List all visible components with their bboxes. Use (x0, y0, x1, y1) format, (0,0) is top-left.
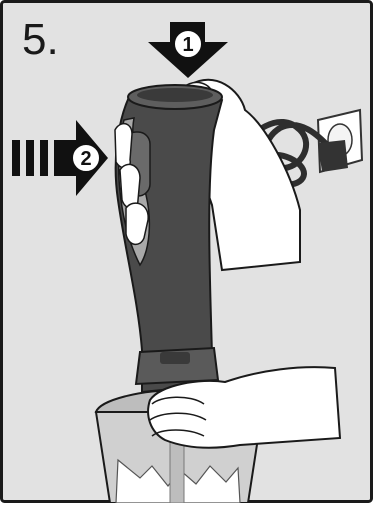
release-latch (160, 352, 190, 364)
step-number: 5. (22, 18, 59, 62)
marker-1-label: 1 (182, 34, 193, 56)
motion-bar-1 (12, 140, 20, 176)
power-plug (318, 140, 348, 172)
motion-bar-3 (40, 140, 48, 176)
motion-bar-2 (26, 140, 34, 176)
blender-top-opening (137, 88, 213, 102)
marker-2-label: 2 (80, 148, 91, 170)
